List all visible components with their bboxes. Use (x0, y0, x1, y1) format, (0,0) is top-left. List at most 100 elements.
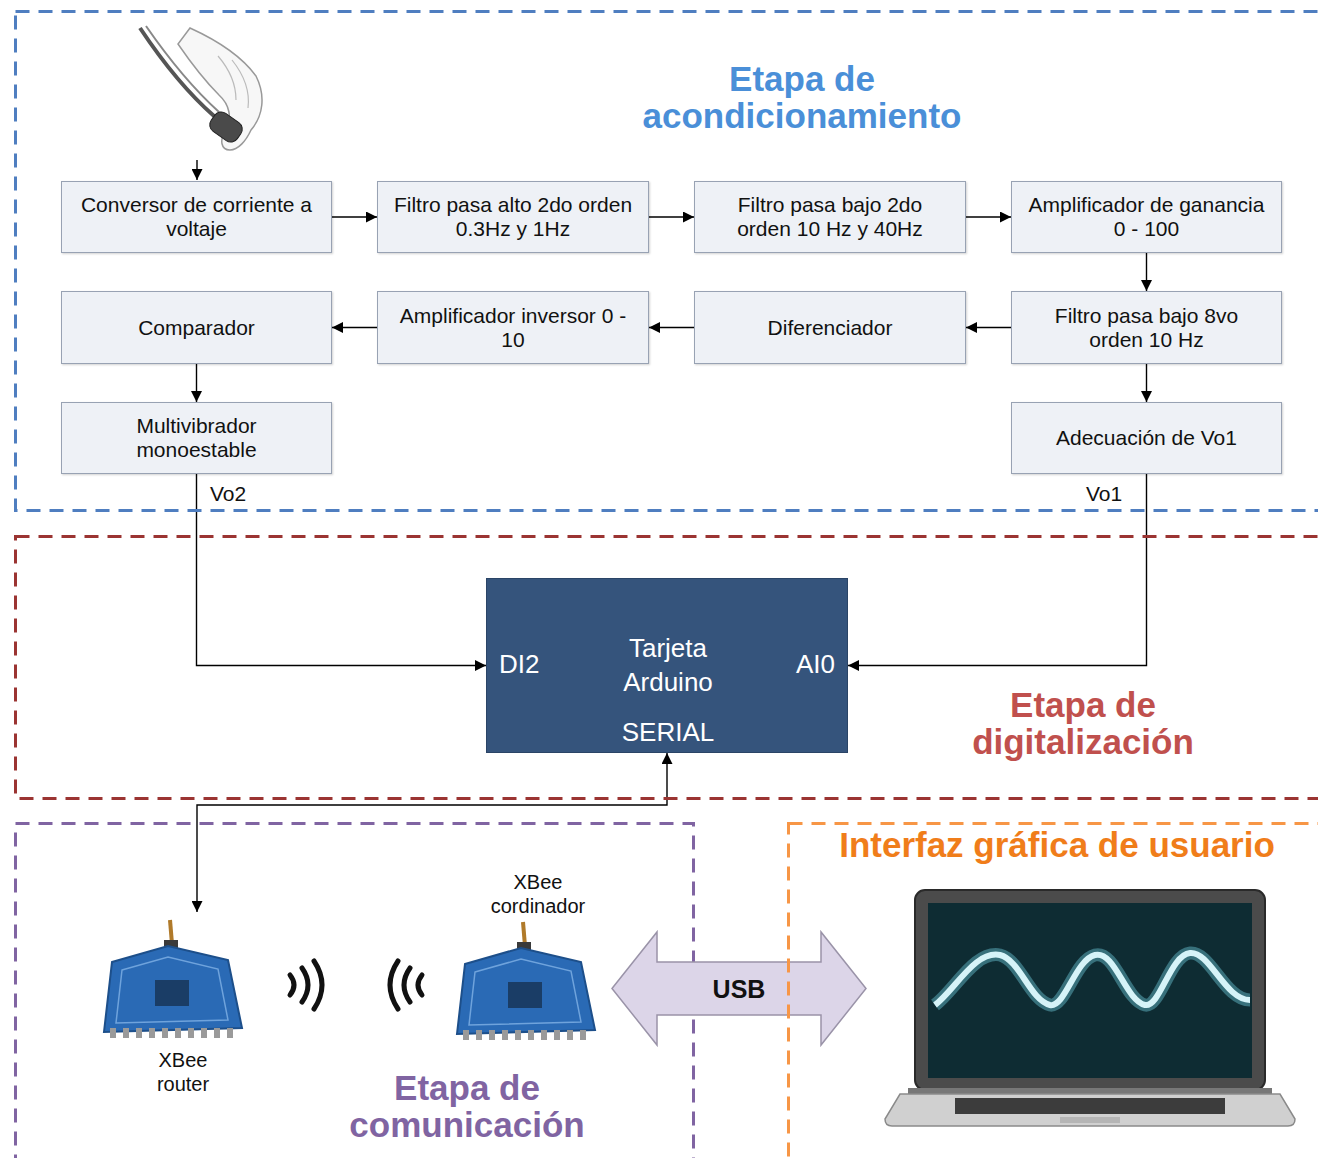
xbee-pin (123, 1028, 129, 1038)
xbee-module (104, 920, 242, 1038)
signal-arrow (848, 474, 1147, 666)
process-box: Comparador (61, 291, 332, 364)
xbee-pin (528, 1030, 534, 1040)
box-label: Filtro pasa bajo 2do orden 10 Hz y 40Hz (709, 193, 951, 240)
finger-line (218, 56, 236, 100)
laptop-lid (915, 890, 1265, 1090)
process-box: Filtro pasa bajo 2do orden 10 Hz y 40Hz (694, 181, 966, 253)
laptop-hinge (908, 1088, 1272, 1094)
signal-arrow (332, 216, 377, 217)
region-dashed-border (16, 12, 1318, 511)
link-label: USB (612, 974, 866, 1004)
xbee-pin (554, 1030, 560, 1040)
pin-label: SERIAL (487, 717, 849, 747)
screen-wave (935, 953, 1250, 1005)
xbee-chip (508, 982, 542, 1008)
box-label: Conversor de corriente a voltaje (76, 193, 317, 240)
signal-arrow (966, 327, 1011, 328)
xbee-pin (214, 1028, 220, 1038)
xbee-pin (489, 1030, 495, 1040)
sensor-arrow (196, 160, 197, 180)
box-label: Filtro pasa bajo 8vo orden 10 Hz (1026, 304, 1267, 351)
signal-name: Vo2 (210, 482, 246, 506)
process-box: Adecuación de Vo1 (1011, 402, 1282, 474)
signal-arrow (1146, 364, 1147, 402)
stage-region: Etapa de comunicación XBee router XBee cor… (14, 822, 695, 1158)
process-box: Filtro pasa alto 2do orden 0.3Hz y 1Hz (377, 181, 649, 253)
usb-double-arrow: USB (612, 932, 866, 1045)
xbee-chip (155, 980, 189, 1006)
signal-arrow (966, 216, 1011, 217)
box-label: Amplificador de ganancia 0 - 100 (1026, 193, 1267, 240)
arduino-board: DI2Tarjeta ArduinoAI0SERIAL (486, 578, 848, 753)
signal-name: Vo1 (1086, 482, 1122, 506)
xbee-pin (476, 1030, 482, 1040)
xbee-module (457, 922, 595, 1040)
xbee-pin (110, 1028, 116, 1038)
pin-label: AI0 (796, 649, 835, 679)
hand-outline (178, 28, 262, 150)
xbee-pin (502, 1030, 508, 1040)
laptop-keyboard (955, 1098, 1225, 1114)
finger-line (232, 60, 248, 108)
region-title: Etapa de comunicación (327, 1069, 607, 1143)
wave-arc (404, 968, 410, 1002)
process-box: Amplificador inversor 0 - 10 (377, 291, 649, 364)
wave-arc (302, 968, 308, 1002)
wave-arc (390, 961, 398, 1009)
process-box: Amplificador de ganancia 0 - 100 (1011, 181, 1282, 253)
xbee-pin (515, 1030, 521, 1040)
laptop-illustration (885, 890, 1295, 1126)
screen-wave-glow (935, 953, 1250, 1005)
xbee-board (104, 946, 242, 1032)
region-title: Etapa de acondicionamiento (617, 60, 987, 134)
device-label: XBee router (133, 1048, 233, 1096)
usb-arrow-outline (612, 932, 866, 1045)
xbee-trace (116, 957, 228, 1023)
xbee-pin (567, 1030, 573, 1040)
xbee-board (457, 948, 595, 1034)
region-outline (787, 822, 1318, 1158)
signal-arrow (649, 327, 694, 328)
box-label: Comparador (138, 316, 255, 340)
process-box: Filtro pasa bajo 8vo orden 10 Hz (1011, 291, 1282, 364)
xbee-pin (227, 1028, 233, 1038)
finger-clip (207, 109, 246, 145)
xbee-pin (463, 1030, 469, 1040)
region-dashed-border (789, 824, 1318, 1158)
signal-arrow (332, 327, 377, 328)
xbee-pin (188, 1028, 194, 1038)
wireless-waves (290, 961, 422, 1009)
process-box: Diferenciador (694, 291, 966, 364)
box-label: Amplificador inversor 0 - 10 (392, 304, 634, 351)
stage-region: Etapa de acondicionamientoConversor de c… (14, 10, 1318, 512)
signal-arrow (197, 474, 487, 666)
region-title: Etapa de digitalización (948, 686, 1218, 760)
region-dashed-border (16, 824, 694, 1158)
stage-region: Interfaz gráfica de usuario (787, 822, 1318, 1158)
region-title: Interfaz gráfica de usuario (807, 826, 1307, 863)
laptop-base (885, 1094, 1295, 1126)
xbee-pin (162, 1028, 168, 1038)
signal-arrow (649, 216, 694, 217)
finger-sensor-hand (140, 26, 262, 180)
xbee-pin (580, 1030, 586, 1040)
laptop-touchpad (1060, 1117, 1120, 1123)
region-dashed-border (16, 537, 1318, 799)
xbee-pin (541, 1030, 547, 1040)
pin-label: DI2 (499, 649, 539, 679)
xbee-pin (201, 1028, 207, 1038)
box-label: Multivibrador monoestable (76, 414, 317, 461)
xbee-pin (149, 1028, 155, 1038)
xbee-node: XBee cordinador (450, 870, 600, 1048)
xbee-node: XBee router (100, 912, 270, 1102)
process-box: Conversor de corriente a voltaje (61, 181, 332, 253)
signal-arrow (1146, 253, 1147, 291)
xbee-pin (136, 1028, 142, 1038)
xbee-pin (175, 1028, 181, 1038)
box-label: Adecuación de Vo1 (1056, 426, 1237, 450)
xbee-trace (469, 959, 581, 1025)
wave-arc (418, 975, 422, 995)
